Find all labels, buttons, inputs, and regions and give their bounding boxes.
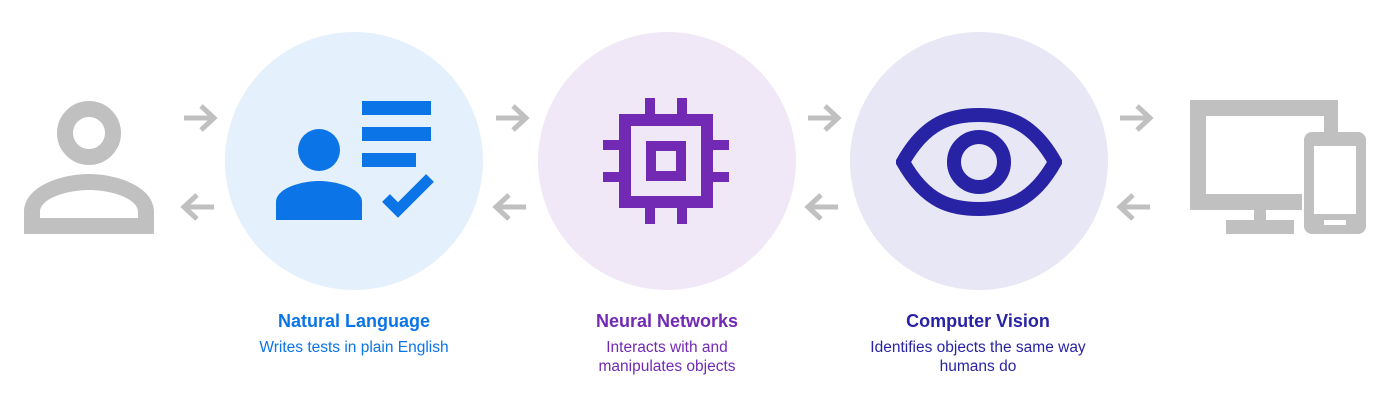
stage-description: Identifies objects the same way humans d…	[870, 339, 1086, 375]
arrow-left-icon	[1116, 192, 1152, 222]
natural-language-label: Natural Language Writes tests in plain E…	[204, 310, 504, 357]
eye-icon	[896, 107, 1062, 217]
stage-description: Interacts with and manipulates objects	[598, 339, 736, 375]
arrow-left-icon	[804, 192, 840, 222]
stage-title: Computer Vision	[906, 311, 1050, 331]
arrow-left-icon	[492, 192, 528, 222]
monitor-phone-icon	[1190, 100, 1370, 236]
user-checklist-icon	[272, 98, 436, 222]
computer-vision-label: Computer Vision Identifies objects the s…	[828, 310, 1128, 376]
neural-networks-label: Neural Networks Interacts with and manip…	[517, 310, 817, 376]
computer-vision-circle	[850, 32, 1108, 290]
neural-networks-circle	[538, 32, 796, 290]
arrow-right-icon	[182, 103, 218, 133]
stage-description: Writes tests in plain English	[259, 339, 449, 356]
natural-language-circle	[225, 32, 483, 290]
arrow-left-icon	[180, 192, 216, 222]
stage-title: Natural Language	[277, 311, 431, 331]
arrow-right-icon	[1118, 103, 1154, 133]
user-icon	[22, 100, 156, 234]
stage-title: Neural Networks	[595, 311, 739, 331]
arrow-right-icon	[806, 103, 842, 133]
cpu-chip-icon	[603, 98, 729, 224]
arrow-right-icon	[494, 103, 530, 133]
